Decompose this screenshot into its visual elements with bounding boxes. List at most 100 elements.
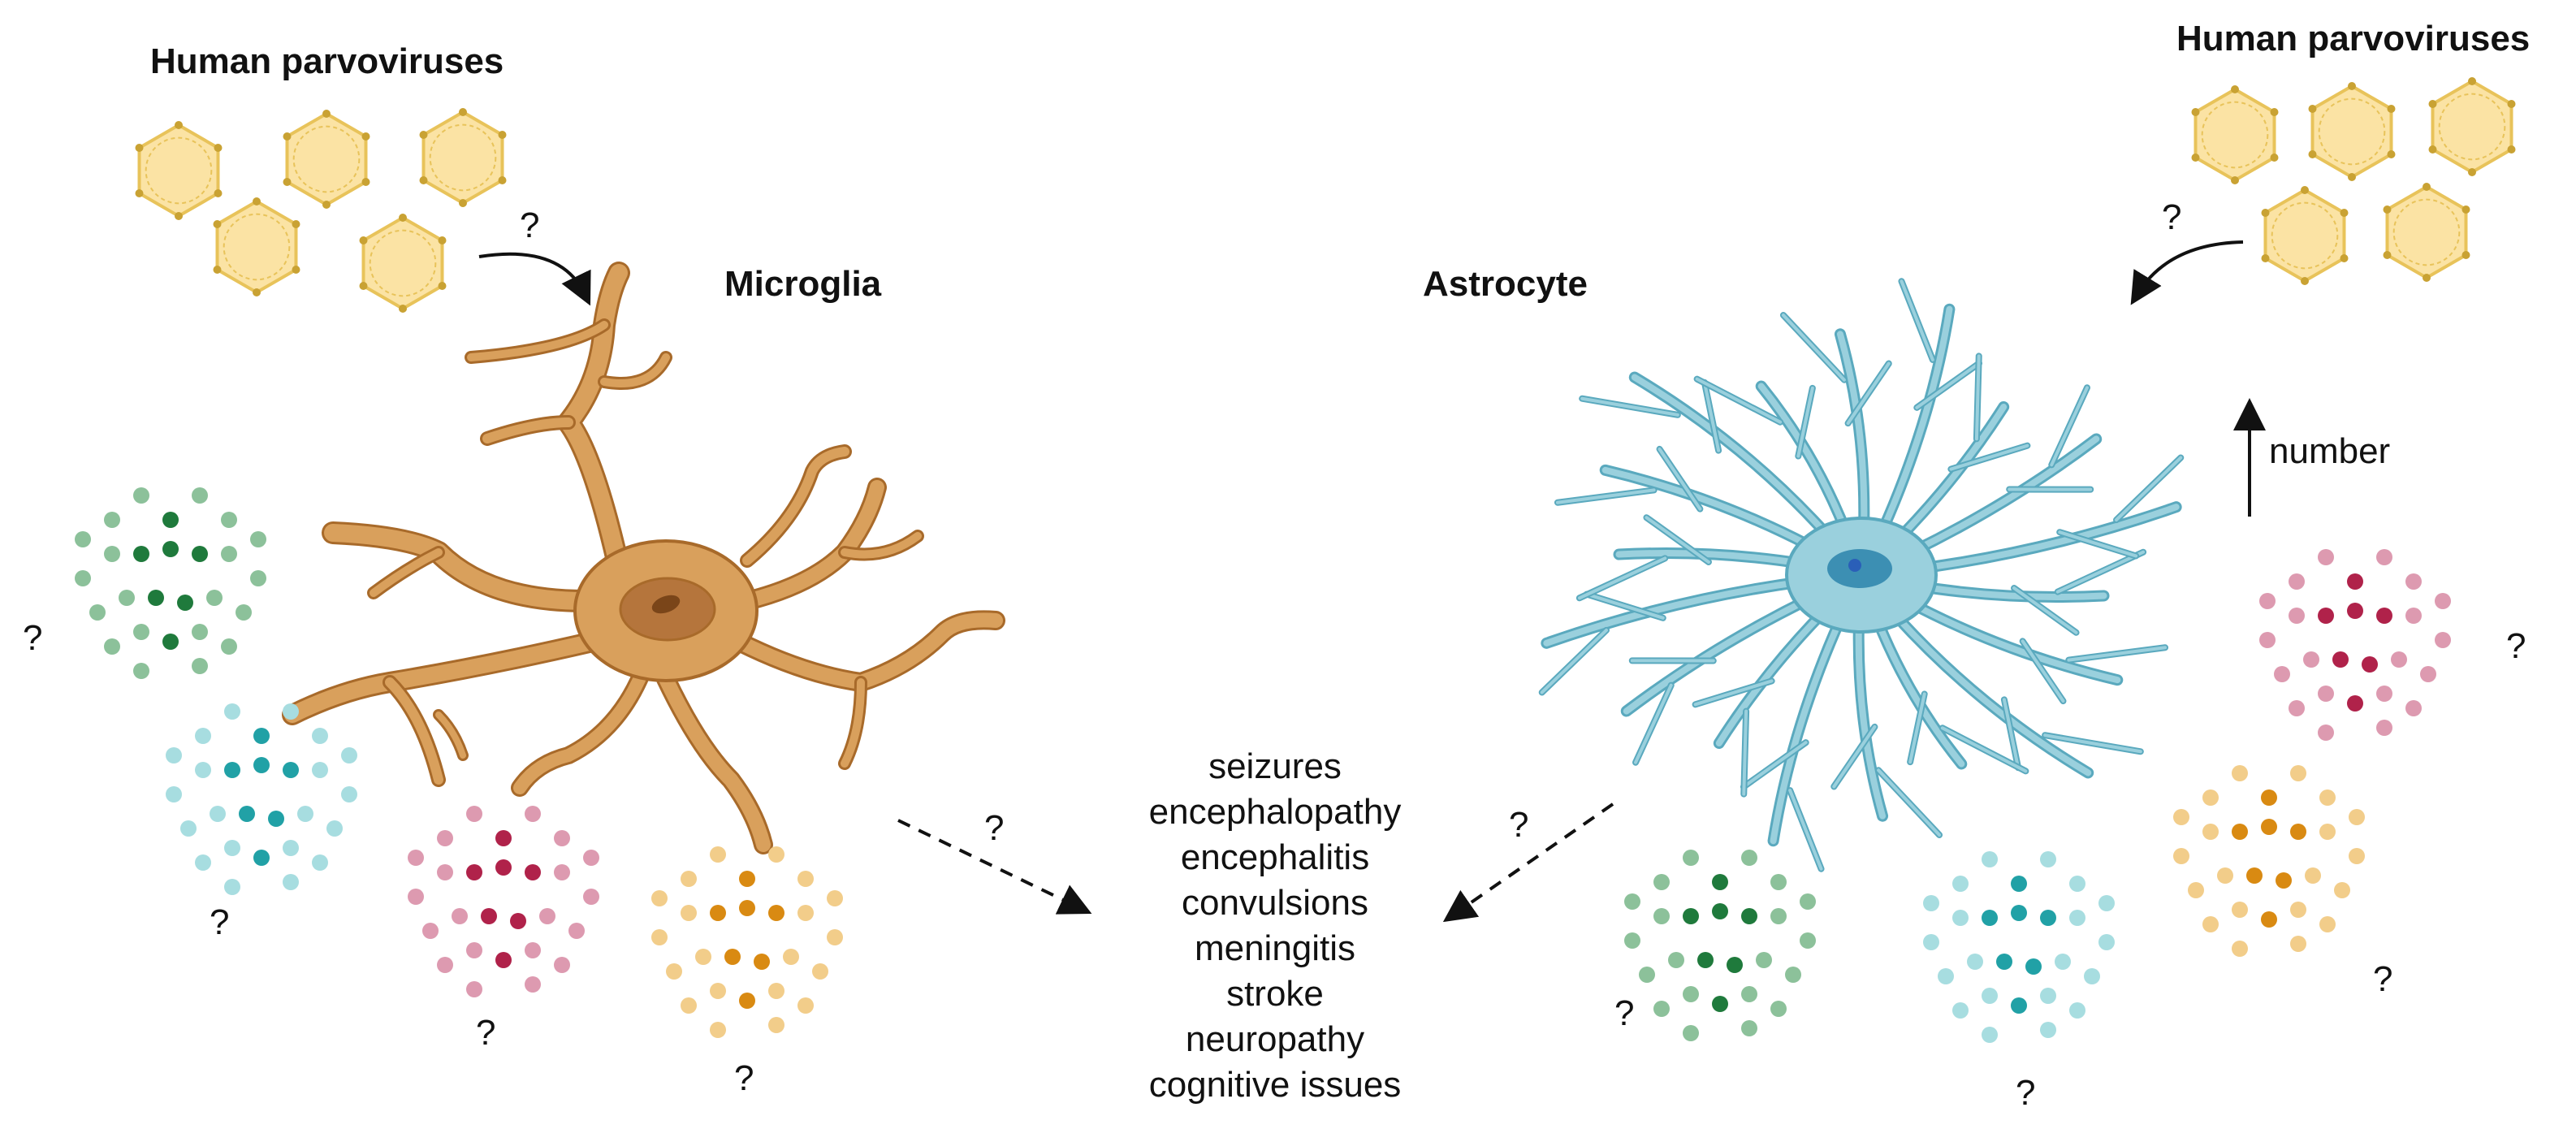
cytokine-dot xyxy=(104,546,120,562)
cytokine-clusters xyxy=(75,487,2451,1043)
cytokine-dot xyxy=(162,634,179,650)
cytokine-dot xyxy=(2202,916,2219,932)
cytokine-cluster-green-right xyxy=(1624,850,1816,1041)
cytokine-cluster-red-right xyxy=(2259,549,2451,741)
cytokine-dot xyxy=(283,703,299,720)
cytokine-dot xyxy=(1770,874,1787,890)
cytokine-dot xyxy=(2289,700,2305,716)
cytokine-dot xyxy=(2347,603,2363,619)
cytokine-dot xyxy=(1683,850,1699,866)
cytokine-dot xyxy=(2290,902,2306,918)
cytokine-dot xyxy=(1800,893,1816,910)
cytokine-dot xyxy=(2202,789,2219,806)
cytokine-dot xyxy=(195,762,211,778)
cytokine-dot xyxy=(2420,666,2436,682)
virus-group-right xyxy=(2191,77,2516,285)
cytokine-dot xyxy=(104,512,120,528)
cytokine-dot xyxy=(466,864,482,880)
cytokine-dot xyxy=(466,981,482,997)
cytokine-dot xyxy=(525,976,541,993)
cytokine-dot xyxy=(466,942,482,958)
cytokine-dot xyxy=(312,854,328,871)
cytokine-dot xyxy=(1952,1002,1969,1019)
question-mark-teal-left: ? xyxy=(210,902,229,942)
cytokine-dot xyxy=(2319,824,2336,840)
cytokine-dot xyxy=(2332,651,2349,668)
cytokine-dot xyxy=(754,954,770,970)
cytokine-dot xyxy=(104,638,120,655)
cytokine-dot xyxy=(268,811,284,827)
cytokine-dot xyxy=(133,546,149,562)
cytokine-dot xyxy=(2435,593,2451,609)
cytokine-dot xyxy=(2084,968,2100,984)
virus-entry-arrow-left xyxy=(478,252,591,306)
virus-entry-arrow-right xyxy=(2130,240,2244,305)
cytokine-dot xyxy=(768,983,784,999)
cytokine-dot xyxy=(326,820,343,837)
outcome-item: stroke xyxy=(1226,974,1324,1014)
cytokine-dot xyxy=(2305,867,2321,884)
virus-group-left xyxy=(135,108,507,313)
cytokine-dot xyxy=(177,595,193,611)
cytokine-dot xyxy=(2261,911,2277,928)
cytokine-dot xyxy=(2040,988,2056,1004)
cytokine-dot xyxy=(312,728,328,744)
virus-particle xyxy=(283,110,370,209)
cytokine-dot xyxy=(166,786,182,802)
cytokine-dot xyxy=(2376,549,2392,565)
cytokine-dot xyxy=(297,806,313,822)
cytokine-dot xyxy=(1741,1020,1757,1036)
cytokine-dot xyxy=(695,949,711,965)
cytokine-dot xyxy=(192,658,208,674)
cytokine-dot xyxy=(2405,573,2422,590)
outcome-item: meningitis xyxy=(1195,928,1355,968)
cytokine-dot xyxy=(437,864,453,880)
cytokine-dot xyxy=(250,570,266,586)
outcome-item: cognitive issues xyxy=(1149,1065,1402,1105)
cytokine-dot xyxy=(2069,876,2085,892)
increase-label: number xyxy=(2269,431,2390,471)
cytokine-cluster-red-left xyxy=(408,806,599,997)
cytokine-dot xyxy=(539,908,555,924)
cytokine-dot xyxy=(1683,1025,1699,1041)
cytokine-dot xyxy=(2040,851,2056,867)
dashed-arrow-astrocyte xyxy=(1442,802,1614,923)
cytokine-dot xyxy=(192,546,208,562)
cytokine-dot xyxy=(481,908,497,924)
cytokine-dot xyxy=(739,871,755,887)
cytokine-dot xyxy=(1668,952,1684,968)
cytokine-dot xyxy=(2290,765,2306,781)
cytokine-dot xyxy=(583,850,599,866)
cytokine-dot xyxy=(812,963,828,980)
cytokine-dot xyxy=(2405,608,2422,624)
virus-particle xyxy=(2261,186,2349,285)
cytokine-dot xyxy=(710,983,726,999)
cytokine-dot xyxy=(2274,666,2290,682)
cytokine-dot xyxy=(224,840,240,856)
cytokine-dot xyxy=(2318,608,2334,624)
virus-particle xyxy=(213,197,300,296)
cytokine-dot xyxy=(408,850,424,866)
cytokine-dot xyxy=(710,846,726,863)
cytokine-dot xyxy=(2011,876,2027,892)
cytokine-dot xyxy=(2319,916,2336,932)
cytokine-dot xyxy=(666,963,682,980)
question-mark-green-left: ? xyxy=(23,618,42,658)
cytokine-dot xyxy=(2173,848,2189,864)
cytokine-dot xyxy=(437,957,453,973)
cytokine-dot xyxy=(2376,608,2392,624)
cytokine-dot xyxy=(510,913,526,929)
outcome-item: encephalopathy xyxy=(1149,792,1402,832)
virus-label-left: Human parvoviruses xyxy=(150,41,504,81)
cytokine-dot xyxy=(651,929,668,945)
cytokine-dot xyxy=(1741,986,1757,1002)
cytokine-dot xyxy=(1952,876,1969,892)
cytokine-dot xyxy=(2261,819,2277,835)
cytokine-dot xyxy=(710,905,726,921)
outcome-item: neuropathy xyxy=(1186,1019,1364,1059)
cytokine-dot xyxy=(1624,932,1640,949)
cytokine-dot xyxy=(1982,851,1998,867)
virus-particle xyxy=(359,214,447,313)
cytokine-dot xyxy=(437,830,453,846)
cytokine-dot xyxy=(2246,867,2263,884)
